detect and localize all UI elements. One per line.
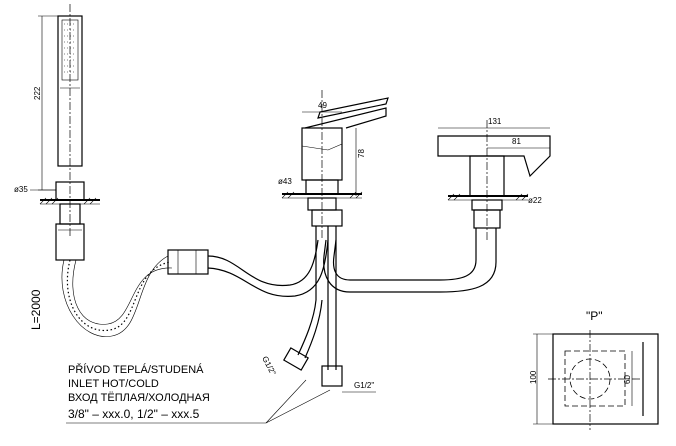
dim-22-label: ø22 xyxy=(528,196,542,205)
detail-p-label: "P" xyxy=(586,309,603,323)
dim-60-label: 60 xyxy=(623,375,632,384)
dim-35-label: ø35 xyxy=(14,185,28,194)
callout-line-2: INLET HOT/COLD xyxy=(68,378,159,390)
callout-line-4: 3/8" – xxx.0, 1/2" – xxx.5 xyxy=(68,407,200,421)
dim-35: ø35 xyxy=(14,185,56,194)
inlet-callout: PŘÍVOD TEPLÁ/STUDENÁ INLET HOT/COLD ВХОД… xyxy=(66,363,331,424)
dim-78: 78 xyxy=(355,128,366,196)
dim-131-label: 131 xyxy=(488,117,502,126)
dim-100-label: 100 xyxy=(529,370,538,384)
mixer-body xyxy=(281,90,389,387)
dim-222: 222 xyxy=(33,15,58,191)
callout-line-3: ВХОД ТЁПЛАЯ/ХОЛОДНАЯ xyxy=(68,392,210,404)
g12-label-b: G1/2" xyxy=(354,381,374,390)
g12-dim-b: G1/2" xyxy=(342,381,376,393)
detail-p: "P" 100 60 xyxy=(529,309,659,430)
dim-78-label: 78 xyxy=(357,149,366,158)
dim-131: 131 xyxy=(438,117,550,129)
dim-43-label: ø43 xyxy=(278,177,292,186)
spout xyxy=(323,120,551,293)
g12-label-a: G1/2" xyxy=(260,355,277,377)
dim-81-label: 81 xyxy=(512,137,521,146)
callout-line-1: PŘÍVOD TEPLÁ/STUDENÁ xyxy=(68,363,204,376)
dim-81: 81 xyxy=(487,137,550,149)
flexible-hose xyxy=(61,239,329,337)
dim-49-label: 49 xyxy=(318,101,327,110)
hose-length-label: L=2000 xyxy=(29,289,43,330)
dim-222-label: 222 xyxy=(33,86,42,100)
hand-shower xyxy=(39,4,100,261)
dim-49: 49 xyxy=(302,101,342,113)
